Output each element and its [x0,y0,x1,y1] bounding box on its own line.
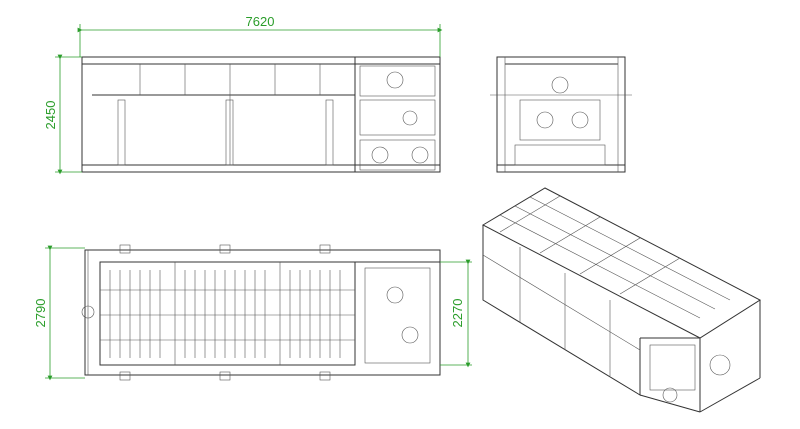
dimension-width: 2790 [33,245,85,381]
dimension-label-width: 2790 [33,299,48,328]
dimension-height: 2450 [43,54,82,175]
isometric-view [481,187,762,413]
top-view [81,244,441,381]
dimension-label-height: 2450 [43,101,58,130]
dimension-label-inner-width: 2270 [450,299,465,328]
front-view [81,56,441,173]
dimension-inner-width: 2270 [440,259,472,368]
dimension-label-length: 7620 [246,14,275,29]
side-view [490,56,632,173]
dimension-length: 7620 [77,14,443,57]
